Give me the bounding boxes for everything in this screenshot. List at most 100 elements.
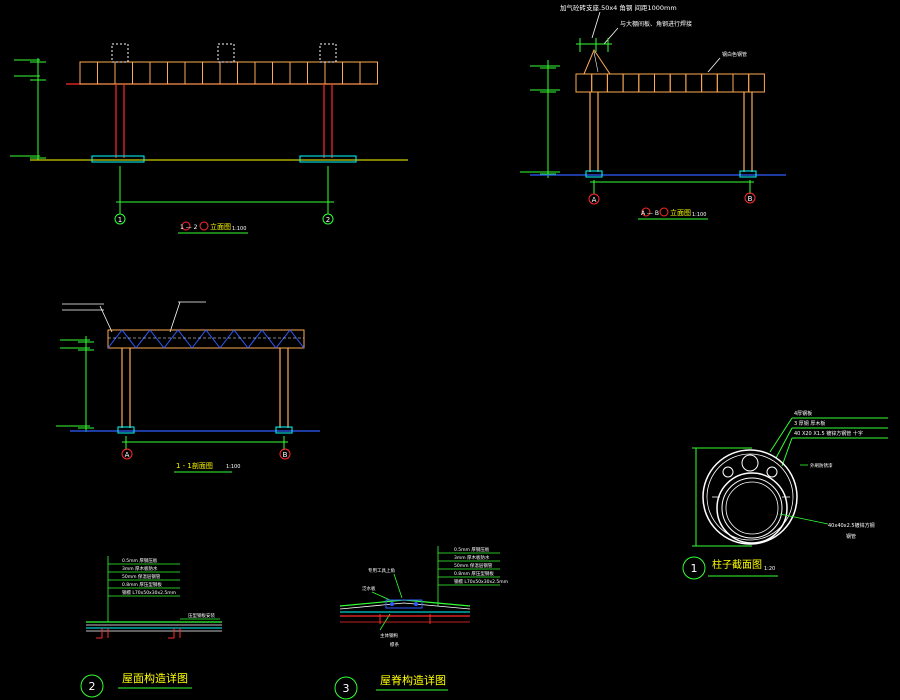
title-text: 立面图 — [670, 208, 691, 217]
leader-lines — [769, 417, 888, 467]
ridge-note-bottom: 主体钢构 — [380, 632, 398, 639]
column-rib-circles — [722, 454, 778, 478]
ridge-note-mid: 泛水板 — [362, 585, 376, 592]
column-inner-tube — [716, 472, 788, 544]
title-marker-right — [659, 207, 669, 217]
roof-layer-1: 0.5mm 厚钢压板 — [122, 557, 158, 564]
title-scale: 1:100 — [692, 212, 706, 218]
section-1-1-title: 1 - 1剖面图 1:100 — [174, 461, 240, 473]
axis-label-b: B — [748, 195, 753, 203]
ridge-layer-4: 0.8mm 厚压型钢板 — [454, 570, 494, 577]
detail-number-bubble — [80, 674, 104, 698]
footings — [585, 170, 757, 178]
ridge-detail-drawing: 0.5mm 厚钢压板 3mm 厚木板防水 50mm 保温层钢管 0.8mm 厚压… — [334, 546, 508, 700]
span-dimension — [590, 180, 754, 194]
leader-lines — [62, 301, 206, 333]
roof-layer-5: 钢檩 L70x50x30x2.5mm — [122, 589, 176, 596]
column-side-note: 外刷防锈漆 — [810, 462, 833, 469]
truss-diagonal — [233, 329, 249, 349]
roof-layer-stack — [86, 621, 222, 639]
roof-panel — [359, 61, 378, 85]
detail-number-bubble — [334, 676, 358, 700]
roof-detail-note: 压型钢板安装 — [188, 612, 215, 619]
axis-label-2: 2 — [326, 216, 330, 224]
axis-bubble-1 — [114, 213, 126, 225]
column-section-title: 柱子截面图 — [712, 558, 762, 571]
elevation-ab-note-2: 与大棚间板、角钢进行焊接 — [620, 20, 692, 28]
column-layer-3: 40 X20 X1.5 镀锌方钢管 十字 — [794, 430, 863, 437]
column-outer-pipe — [702, 449, 798, 545]
axis-bubble-2 — [322, 213, 334, 225]
truss-diagonal — [289, 329, 305, 349]
roof-layer-3: 50mm 保温层钢管 — [122, 573, 161, 580]
roof-detail-title: 屋面构造详图 — [122, 671, 188, 685]
title-marker-left — [181, 221, 191, 231]
elevation-ab-note-1: 加气砼砖支座.50x4 角钢 间距1000mm — [560, 3, 677, 12]
level-dimension-line — [520, 60, 560, 178]
axis-bubble-a — [121, 448, 133, 460]
footings — [91, 155, 357, 163]
level-dimension-line — [10, 58, 46, 160]
title-text: 立面图 — [210, 222, 231, 231]
leader-lines — [107, 556, 180, 622]
truss-diagonal — [107, 329, 123, 349]
ridge-note-bottom-2: 檩条 — [390, 641, 399, 648]
truss-diagonal — [163, 329, 179, 349]
truss-diagonal — [149, 329, 165, 349]
ridge-layer-1: 0.5mm 厚钢压板 — [454, 546, 490, 553]
title-prefix: A — B — [641, 210, 659, 217]
ridge-detail-title: 屋脊构造详图 — [380, 673, 446, 687]
roof-detail-drawing: 0.5mm 厚钢压板 3mm 厚木板防水 50mm 保温层钢管 0.8mm 厚压… — [80, 556, 222, 698]
truss-diagonal — [135, 329, 151, 349]
columns — [121, 348, 289, 428]
ridge-hatch — [593, 51, 599, 73]
column-layer-2: 3 厚钢 厚木板 — [794, 420, 825, 427]
ridge-layer-stack — [339, 599, 471, 624]
top-dimension — [576, 38, 612, 52]
column-section-scale: 1:20 — [764, 566, 775, 572]
ridge-layer-2: 3mm 厚木板防水 — [454, 554, 490, 561]
title-scale: 1:100 — [232, 226, 246, 232]
ridge-layer-3: 50mm 保温层钢管 — [454, 562, 493, 569]
title-text: 1 - 1剖面图 — [176, 461, 213, 470]
columns — [589, 92, 753, 172]
diameter-dimension — [692, 447, 752, 547]
detail-number: 2 — [89, 680, 96, 693]
ridge-layer-5: 钢檩 L70x50x30x2.5mm — [454, 578, 508, 585]
span-dimension — [116, 166, 334, 214]
axis-bubble-b — [744, 192, 756, 204]
elevation-ab-note-3: 钢白色钢管 — [722, 51, 747, 58]
detail-number-bubble — [682, 556, 706, 580]
elevation-a-b-drawing: 加气砼砖支座.50x4 角钢 间距1000mm 与大棚间板、角钢进行焊接 钢白色… — [520, 3, 786, 220]
column-cap-brackets — [111, 43, 337, 63]
ridge-note-left: 专用工具上角 — [368, 567, 395, 574]
column-inner-tube-wall — [721, 477, 783, 539]
truss-diagonal — [219, 329, 235, 349]
elevation-a-b-title: A — B 立面图 1:100 — [638, 207, 708, 220]
truss-diagonal — [247, 329, 263, 349]
leader-lines — [371, 546, 500, 631]
truss-diagonal — [261, 329, 277, 349]
truss-diagonal — [177, 329, 193, 349]
column-tube-note: 40x40x2.5镀锌方钢 — [828, 522, 875, 529]
span-dimension — [122, 436, 288, 450]
roof-panel-row — [575, 73, 765, 93]
axis-label-1: 1 — [118, 216, 122, 224]
axis-bubble-a — [588, 193, 600, 205]
truss-diagonal — [205, 329, 221, 349]
axis-label-a: A — [125, 451, 130, 459]
title-marker-right — [199, 221, 209, 231]
elevation-1-2-title: 1 — 2 立面图 1:100 — [178, 221, 248, 234]
column-layer-1: 4厚钢板 — [794, 410, 812, 417]
truss-diagonal — [275, 329, 291, 349]
title-scale: 1:100 — [226, 464, 240, 470]
truss-diagonal — [191, 329, 207, 349]
roof-panel — [748, 73, 765, 93]
axis-bubble-b — [279, 448, 291, 460]
axis-label-b: B — [283, 451, 288, 459]
title-marker-left — [641, 207, 651, 217]
truss-web — [107, 329, 305, 349]
column-section-drawing: 4厚钢板 3 厚钢 厚木板 40 X20 X1.5 镀锌方钢管 十字 外刷防锈漆 — [682, 410, 888, 580]
